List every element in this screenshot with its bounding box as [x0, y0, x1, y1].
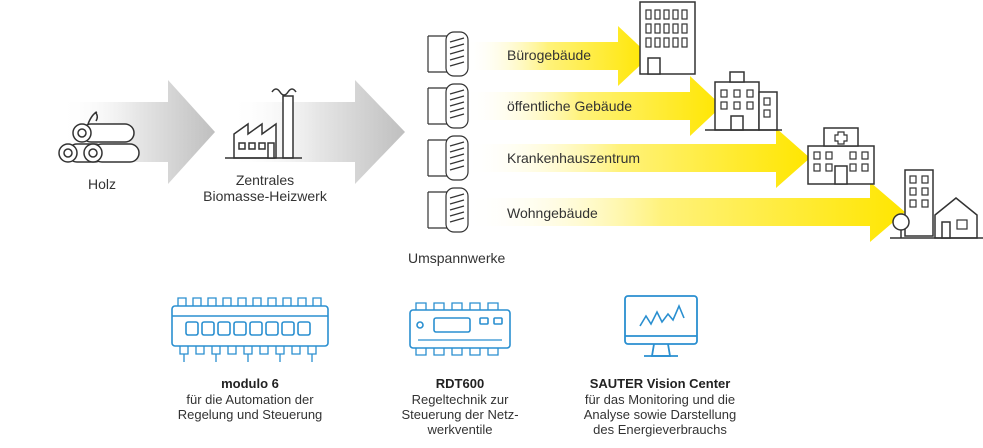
hospital-icon [807, 127, 875, 185]
consumer-label-wohngebaeude: Wohngebäude [507, 205, 598, 221]
device-desc-line: Steuerung der Netz- [401, 407, 519, 422]
plant-label-line2: Biomasse-Heizwerk [203, 188, 327, 204]
device-desc-line: des Energieverbrauchs [593, 422, 727, 437]
rdt-controller-icon [409, 302, 511, 356]
monitor-chart-icon [624, 295, 698, 357]
device-desc-line: für die Automation der [186, 392, 314, 407]
device-desc-line: für das Monitoring und die [584, 392, 736, 407]
flow-arrow-oeffentliche-gebaeude [465, 76, 722, 136]
device-desc-line: werkventile [427, 422, 493, 437]
factory-icon [225, 88, 302, 159]
substation-label: Umspannwerke [408, 250, 506, 266]
device-desc-line: Regeltechnik zur [411, 392, 509, 407]
consumer-label-buerogebaeude: Bürogebäude [507, 47, 592, 63]
modulo-controller-icon [171, 297, 329, 362]
wood-logs-icon [58, 111, 140, 163]
device-title-vision-center: SAUTER Vision Center [589, 376, 731, 391]
device-title-modulo6: modulo 6 [221, 376, 279, 391]
device-desc-rdt600: Regeltechnik zur Steuerung der Netz- wer… [380, 392, 540, 437]
flow-arrow-krankenhauszentrum [465, 128, 810, 188]
device-desc-line: Analyse sowie Darstellung [583, 407, 737, 422]
consumer-label-krankenhauszentrum: Krankenhauszentrum [507, 150, 641, 166]
office-building-icon [639, 1, 696, 75]
plant-label-line1: Zentrales [235, 172, 295, 188]
substation-unit-3 [427, 135, 469, 181]
substation-icons [427, 31, 469, 233]
device-desc-vision-center: für das Monitoring und die Analyse sowie… [560, 392, 760, 437]
source-label: Holz [87, 176, 116, 192]
device-desc-modulo6: für die Automation der Regelung und Steu… [150, 392, 350, 422]
residential-icon [890, 169, 983, 239]
substation-unit-1 [427, 31, 469, 77]
device-title-rdt600: RDT600 [435, 376, 485, 391]
flow-arrow-wohngebaeude [465, 182, 905, 242]
public-building-icon [705, 71, 782, 131]
device-desc-line: Regelung und Steuerung [177, 407, 323, 422]
flow-arrow-buerogebaeude [465, 26, 650, 86]
substation-unit-2 [427, 83, 469, 129]
substation-unit-4 [427, 187, 469, 233]
consumer-label-oeffentliche-gebaeude: öffentliche Gebäude [507, 98, 633, 114]
